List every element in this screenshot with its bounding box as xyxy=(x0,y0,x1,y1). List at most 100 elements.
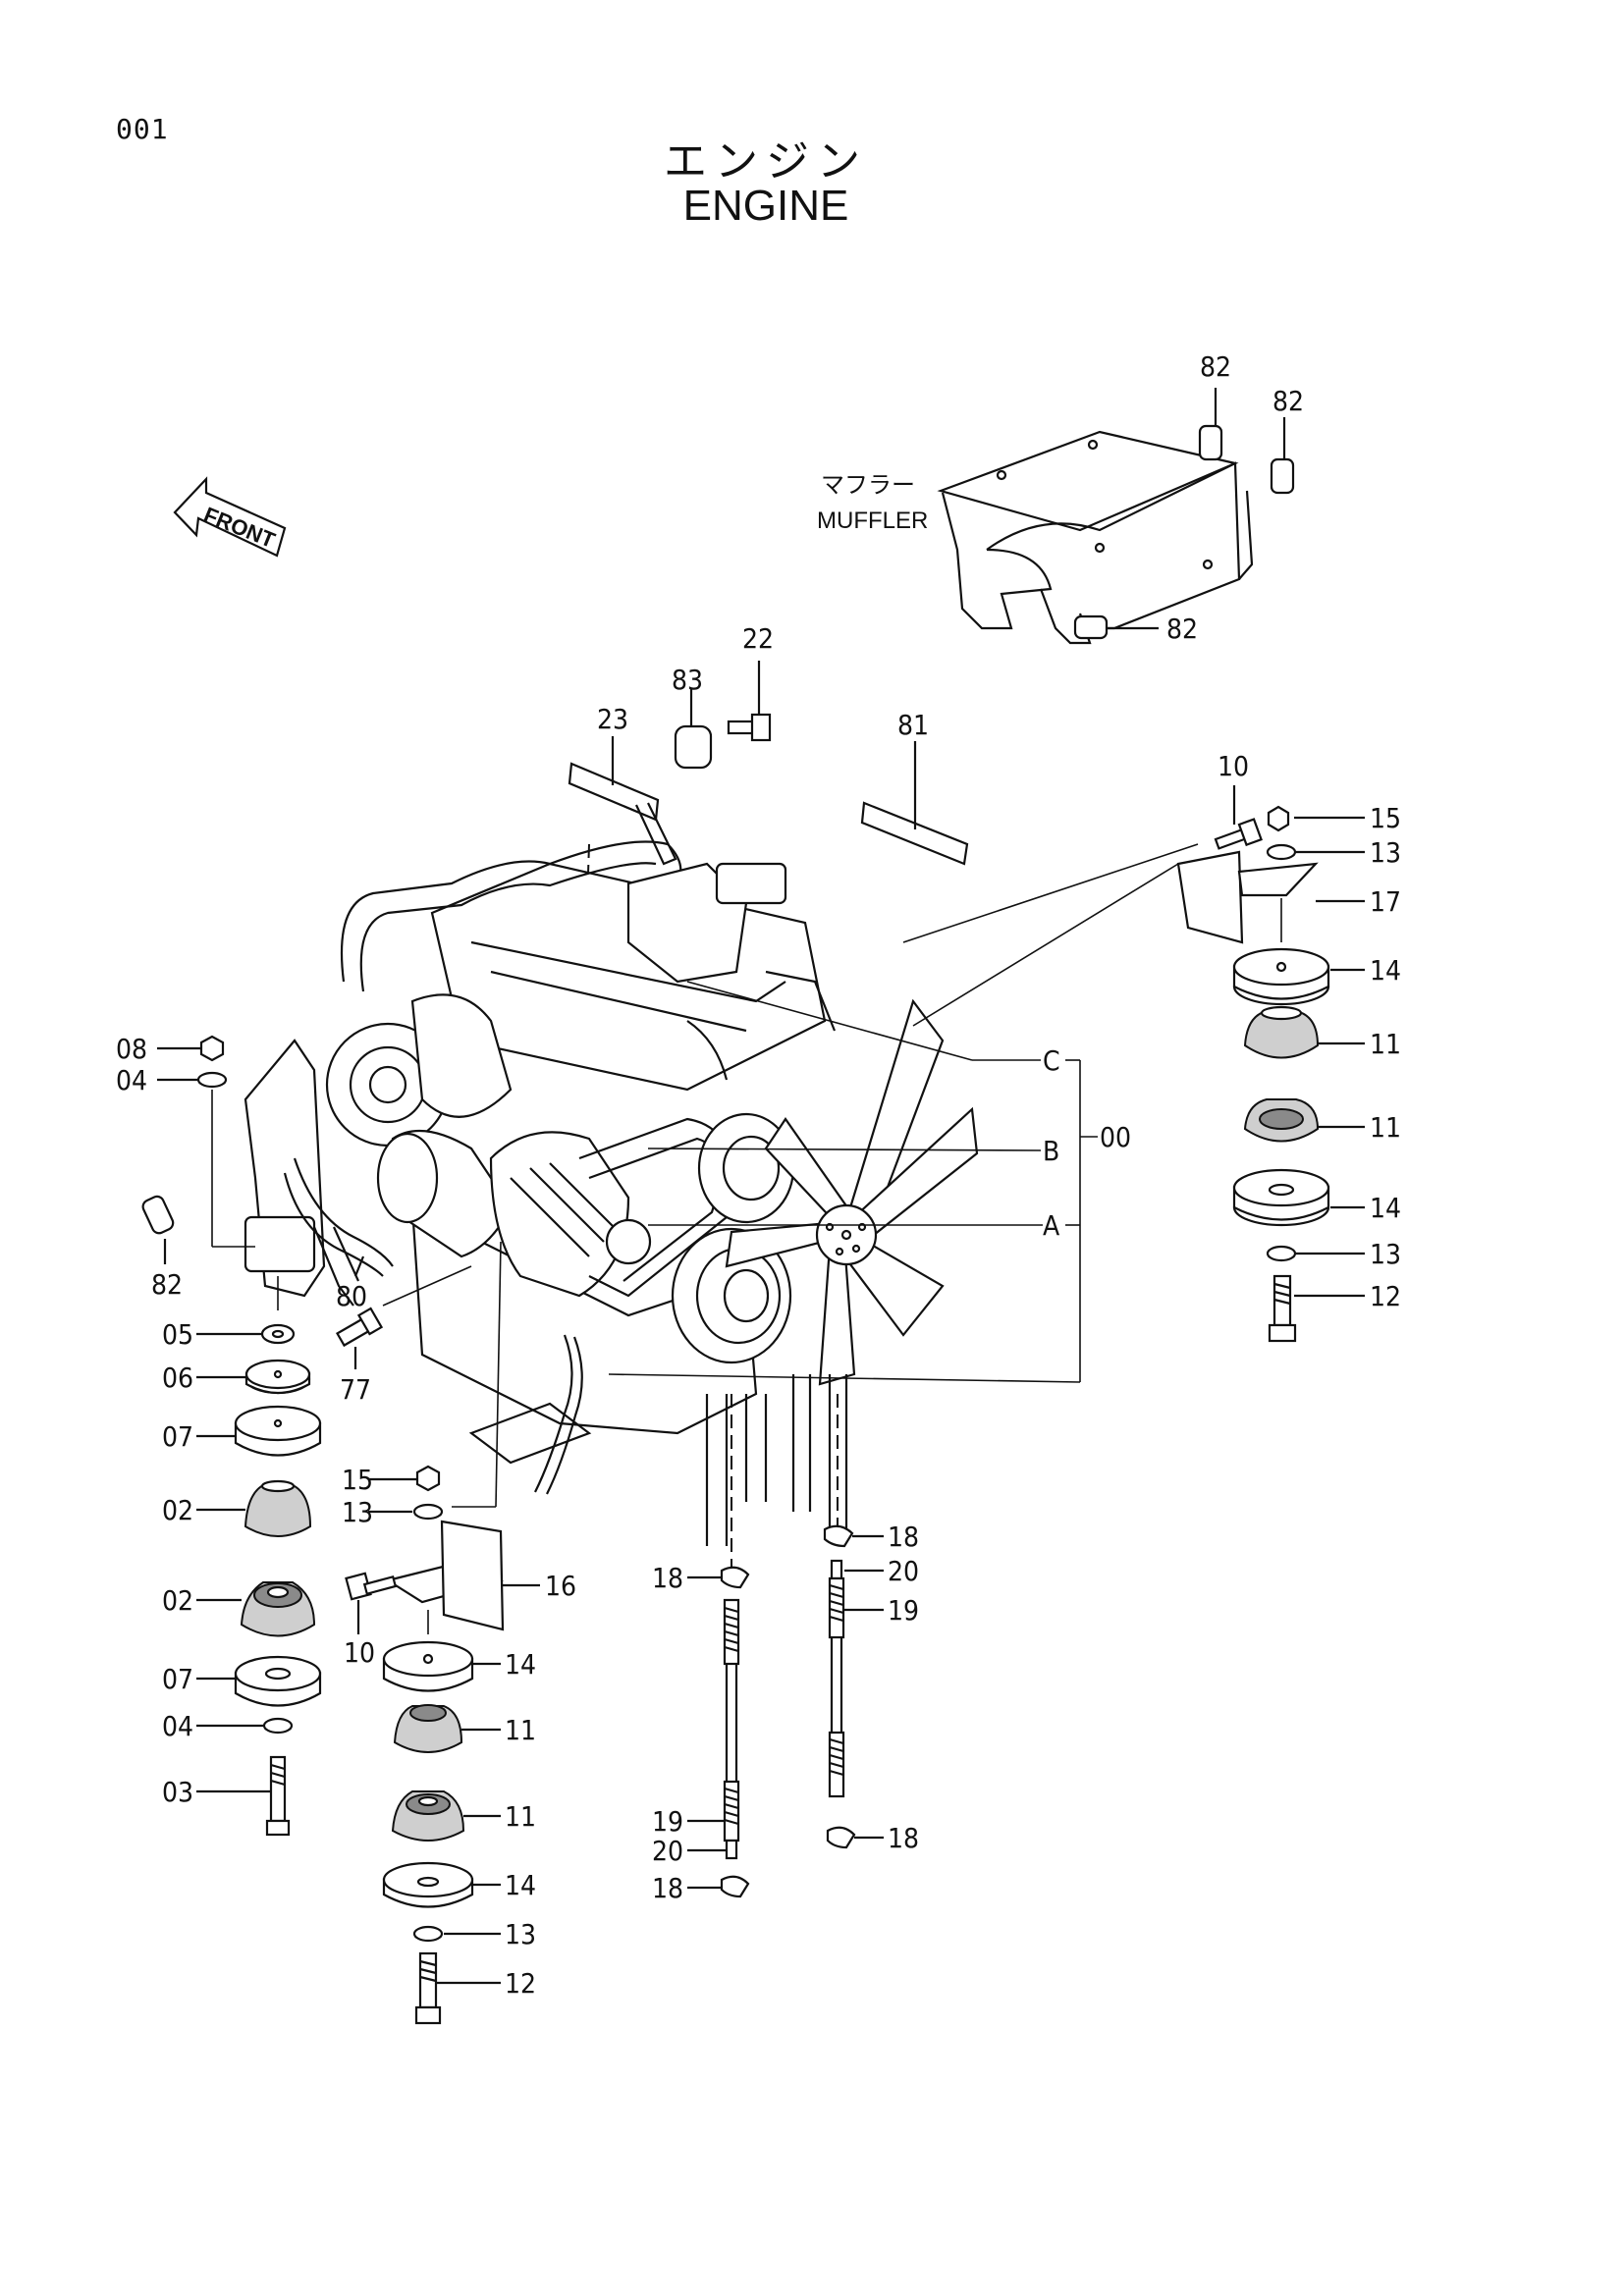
callout-23: 23 xyxy=(597,703,628,735)
front-arrow-icon: FRONT xyxy=(173,476,287,558)
muffler-clamp-3 xyxy=(1073,614,1159,640)
washer-05 xyxy=(196,1323,296,1345)
callout-07: 07 xyxy=(162,1420,193,1453)
nut-15-middle xyxy=(368,1465,441,1492)
clip-83 xyxy=(674,689,713,770)
clip-18-c xyxy=(687,1875,750,1898)
callout-12: 12 xyxy=(1370,1280,1401,1312)
washer-13-right xyxy=(1266,843,1365,861)
callout-18: 18 xyxy=(652,1872,683,1904)
callout-82: 82 xyxy=(1272,385,1304,417)
nut-15-right xyxy=(1267,805,1365,832)
callout-02: 02 xyxy=(162,1584,193,1617)
clip-82-left xyxy=(141,1195,175,1264)
callout-82: 82 xyxy=(1166,613,1198,645)
callout-14: 14 xyxy=(505,1648,536,1681)
bracket-17 xyxy=(1176,850,1365,944)
muffler-bracket xyxy=(937,430,1254,645)
title-english: ENGINE xyxy=(682,182,849,230)
callout-05: 05 xyxy=(162,1318,193,1351)
bolt-03 xyxy=(196,1755,291,1837)
callout-15: 15 xyxy=(342,1464,373,1496)
muffler-label-jp: マフラー xyxy=(821,472,915,499)
callout-13: 13 xyxy=(1370,836,1401,869)
pad-14-right xyxy=(1232,947,1365,1006)
callout-17: 17 xyxy=(1370,885,1401,918)
washer-04-bottom xyxy=(196,1717,294,1735)
callout-15: 15 xyxy=(1370,802,1401,834)
rubber-mount-11-right-lower xyxy=(1243,1098,1365,1143)
callout-02: 02 xyxy=(162,1494,193,1526)
callout-14: 14 xyxy=(1370,1192,1401,1224)
callout-82: 82 xyxy=(151,1268,183,1301)
callout-83: 83 xyxy=(672,664,703,696)
callout-10: 10 xyxy=(344,1636,375,1669)
callout-11: 11 xyxy=(505,1800,536,1833)
bracket-23 xyxy=(568,762,677,866)
callout-16: 16 xyxy=(545,1570,576,1602)
callout-04: 04 xyxy=(116,1064,147,1096)
washer-13-middle xyxy=(368,1503,444,1521)
rubber-mount-02-b xyxy=(196,1581,316,1637)
callout-14: 14 xyxy=(505,1869,536,1901)
muffler-label-en: MUFFLER xyxy=(817,507,928,534)
reference-b: B xyxy=(1043,1135,1059,1167)
washer-13-right-lower xyxy=(1266,1245,1365,1262)
bolt-22 xyxy=(727,661,772,742)
callout-20: 20 xyxy=(652,1835,683,1867)
callout-04: 04 xyxy=(162,1710,193,1742)
rubber-mount-11-middle-upper xyxy=(393,1704,501,1753)
callout-81: 81 xyxy=(897,709,929,741)
callout-11: 11 xyxy=(505,1714,536,1746)
nut-08 xyxy=(157,1035,225,1062)
tie-rod-left xyxy=(723,1598,740,1860)
pad-14-right-lower xyxy=(1232,1168,1365,1227)
callout-22: 22 xyxy=(742,622,774,655)
clip-18-b xyxy=(687,1566,750,1589)
bolt-10-middle xyxy=(345,1572,398,1634)
callout-18: 18 xyxy=(888,1822,919,1854)
callout-82: 82 xyxy=(1200,350,1231,383)
pad-07-top xyxy=(196,1405,322,1457)
clip-18-a xyxy=(823,1524,884,1548)
callout-13: 13 xyxy=(1370,1238,1401,1270)
pad-14-middle xyxy=(382,1640,501,1692)
callout-12: 12 xyxy=(505,1967,536,2000)
sensor-77 xyxy=(336,1307,384,1369)
callout-77: 77 xyxy=(340,1373,371,1406)
callout-19: 19 xyxy=(652,1805,683,1838)
rubber-mount-11-right-upper xyxy=(1243,1005,1365,1059)
muffler-clamp-1 xyxy=(1198,388,1223,461)
callout-00: 00 xyxy=(1100,1121,1131,1153)
rubber-mount-02-a xyxy=(196,1479,312,1537)
rubber-mount-11-middle-lower xyxy=(391,1790,501,1842)
callout-80: 80 xyxy=(336,1280,367,1312)
engine-assembly xyxy=(244,840,979,1546)
page-number: 001 xyxy=(116,113,169,145)
reference-a: A xyxy=(1043,1209,1060,1242)
tie-rod-right xyxy=(828,1559,845,1798)
pad-14-middle-lower xyxy=(382,1861,501,1908)
bolt-12-middle xyxy=(414,1951,501,2025)
clip-18-d xyxy=(826,1826,884,1849)
callout-03: 03 xyxy=(162,1776,193,1808)
bolt-10-right xyxy=(1214,818,1263,850)
callout-19: 19 xyxy=(888,1594,919,1627)
washer-04-top xyxy=(157,1071,228,1089)
reference-c: C xyxy=(1043,1044,1060,1077)
callout-14: 14 xyxy=(1370,954,1401,987)
fan-icon xyxy=(725,998,979,1386)
callout-18: 18 xyxy=(652,1562,683,1594)
callout-10: 10 xyxy=(1218,750,1249,782)
callout-18: 18 xyxy=(888,1521,919,1553)
callout-11: 11 xyxy=(1370,1111,1401,1144)
washer-06 xyxy=(196,1359,311,1395)
callout-20: 20 xyxy=(888,1555,919,1587)
bracket-16 xyxy=(385,1520,540,1631)
callout-13: 13 xyxy=(505,1918,536,1950)
callout-08: 08 xyxy=(116,1033,147,1065)
callout-13: 13 xyxy=(342,1496,373,1528)
muffler-clamp-2 xyxy=(1270,417,1295,495)
pad-07-bottom xyxy=(196,1655,322,1707)
